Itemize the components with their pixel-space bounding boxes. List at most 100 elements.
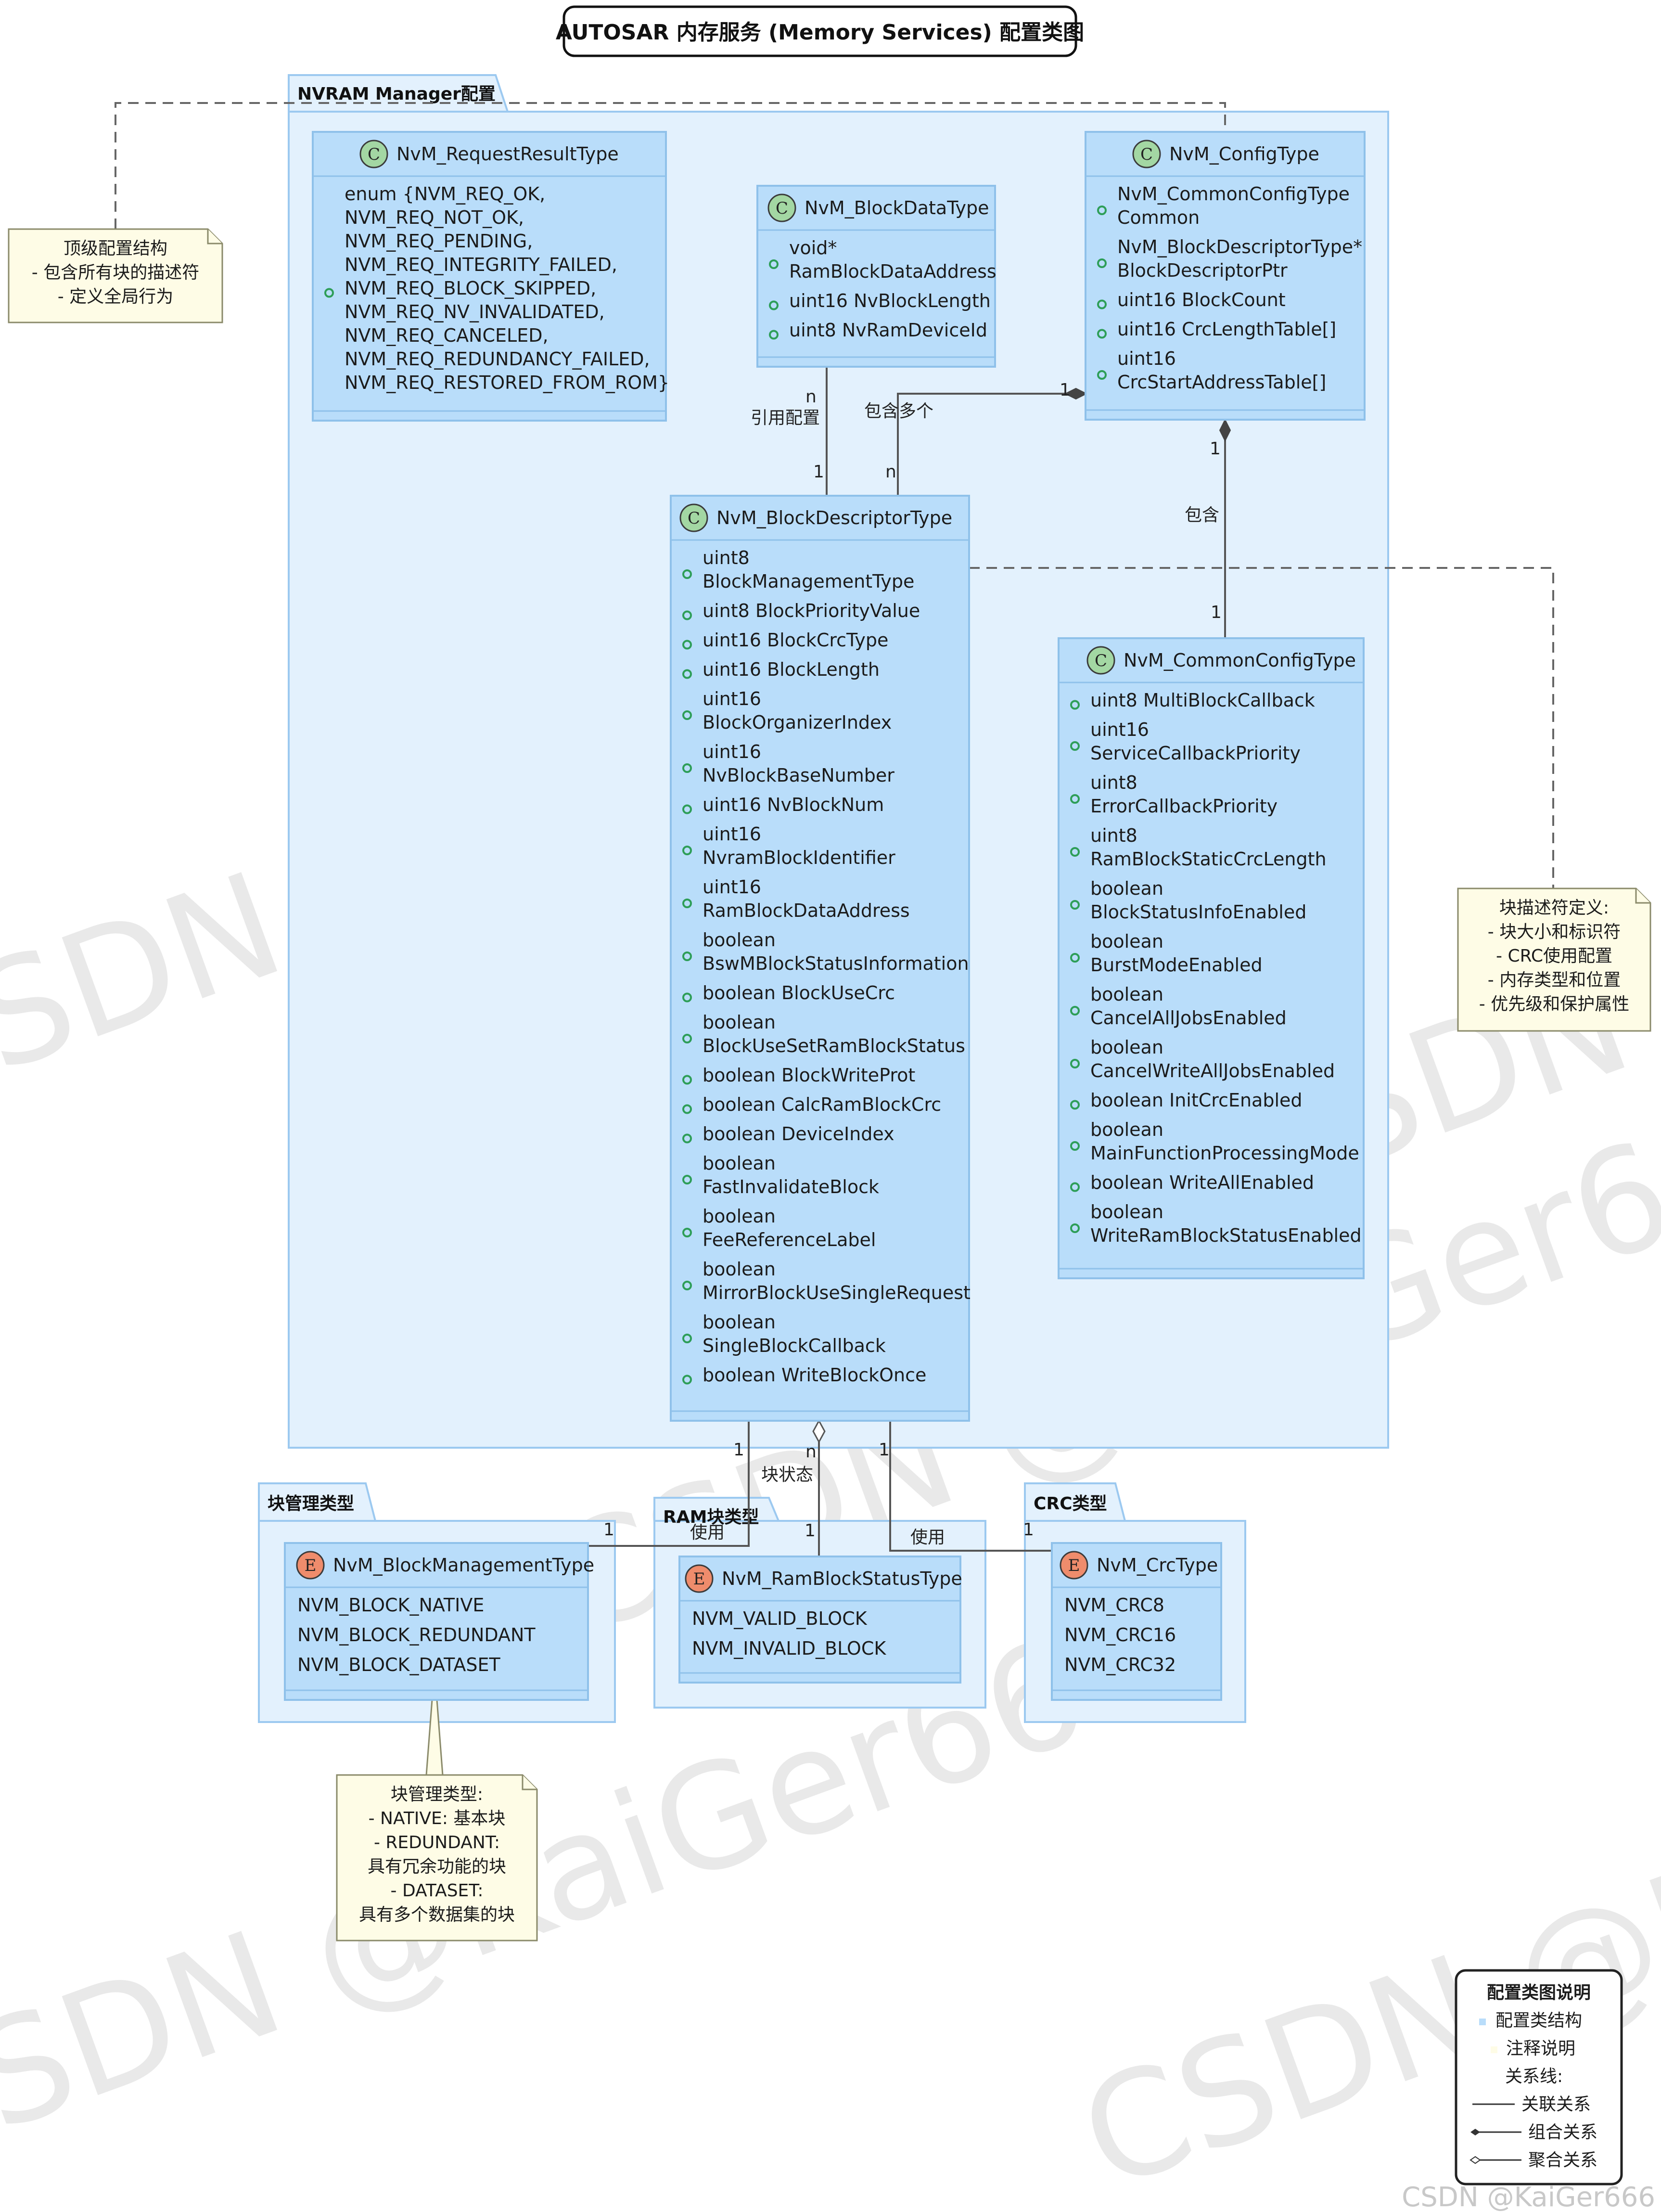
field-text: SingleBlockCallback xyxy=(703,1335,886,1356)
field-text: uint16 NvBlockLength xyxy=(789,290,991,311)
enum-stereotype-icon xyxy=(685,1564,714,1593)
field-text: boolean BlockUseCrc xyxy=(703,982,895,1003)
class-stereotype-icon xyxy=(359,140,388,168)
class-field: enum {NVM_REQ_OK,NVM_REQ_NOT_OK,NVM_REQ_… xyxy=(324,183,669,393)
svg-text:引用配置: 引用配置 xyxy=(751,408,820,428)
svg-text:RAM块类型: RAM块类型 xyxy=(663,1507,759,1527)
class-field: uint16 NvBlockLength xyxy=(769,290,991,311)
svg-text:使用: 使用 xyxy=(910,1528,945,1547)
field-visibility-icon xyxy=(682,1075,692,1085)
field-text: CrcStartAddressTable[] xyxy=(1117,372,1326,393)
note-line: 具有冗余功能的块 xyxy=(368,1857,506,1877)
note-line: - 优先级和保护属性 xyxy=(1479,994,1629,1014)
note-line: - REDUNDANT: xyxy=(374,1833,500,1852)
relation-use-crc xyxy=(889,1421,1052,1552)
field-visibility-icon xyxy=(682,1281,692,1290)
enum-stereotype-icon xyxy=(296,1551,325,1580)
stereotype-letter: E xyxy=(693,1569,705,1589)
note-desc: 块描述符定义:- 块大小和标识符- CRC使用配置- 内存类型和位置- 优先级和… xyxy=(1457,887,1651,1032)
field-text: boolean xyxy=(1090,1201,1163,1222)
composition-diamond xyxy=(1064,387,1088,400)
note-link-desc xyxy=(969,567,1554,888)
field-visibility-icon xyxy=(682,846,692,855)
enum-literal: NVM_BLOCK_REDUNDANT xyxy=(297,1624,536,1646)
stereotype-letter: E xyxy=(1068,1556,1080,1575)
legend-title: 配置类图说明 xyxy=(1487,1983,1591,2003)
field-text: uint16 xyxy=(703,741,761,762)
class-field: void*RamBlockDataAddress xyxy=(769,237,997,282)
class-name: NvM_BlockManagementType xyxy=(333,1555,594,1576)
field-text: uint8 xyxy=(703,547,750,568)
class-field: uint16 NvBlockNum xyxy=(682,794,884,815)
field-text: enum {NVM_REQ_OK, xyxy=(345,183,545,205)
class-field: uint8 MultiBlockCallback xyxy=(1070,690,1315,711)
field-visibility-icon xyxy=(682,1228,692,1237)
note-box xyxy=(1457,887,1651,1032)
field-visibility-icon xyxy=(682,763,692,773)
class-box xyxy=(670,495,970,1422)
field-visibility-icon xyxy=(324,288,334,298)
class-box xyxy=(1058,637,1365,1279)
svg-text:1: 1 xyxy=(1211,603,1222,622)
field-text: uint16 xyxy=(1090,719,1149,740)
field-text: uint8 NvRamDeviceId xyxy=(789,320,987,341)
legend-item: 聚合关系 xyxy=(1528,2150,1597,2170)
field-visibility-icon xyxy=(682,1034,692,1043)
svg-text:1: 1 xyxy=(733,1440,744,1460)
enum-literal: NVM_CRC32 xyxy=(1064,1654,1176,1675)
field-visibility-icon xyxy=(682,992,692,1003)
svg-text:CRC类型: CRC类型 xyxy=(1034,1494,1107,1514)
stereotype-letter: C xyxy=(368,145,380,164)
stereotype-letter: E xyxy=(305,1556,317,1575)
class-box xyxy=(678,1556,961,1684)
svg-text:NVRAM Manager配置: NVRAM Manager配置 xyxy=(297,84,496,104)
svg-text:1: 1 xyxy=(879,1440,890,1460)
field-visibility-icon xyxy=(1097,299,1107,309)
field-visibility-icon xyxy=(769,330,779,340)
stereotype-letter: C xyxy=(776,199,788,218)
field-text: RamBlockStaticCrcLength xyxy=(1090,849,1327,870)
field-visibility-icon xyxy=(682,1334,692,1343)
svg-text:n: n xyxy=(805,387,817,407)
note-line: 块管理类型: xyxy=(391,1785,483,1804)
note-line: 顶级配置结构 xyxy=(64,239,167,258)
field-visibility-icon xyxy=(1070,953,1080,963)
note-line: - 包含所有块的描述符 xyxy=(32,263,199,283)
field-text: NVM_REQ_RESTORED_FROM_ROM} xyxy=(345,372,669,393)
field-text: uint16 xyxy=(703,688,761,709)
field-text: Common xyxy=(1117,207,1200,228)
note-box xyxy=(336,1774,538,1942)
class-box xyxy=(756,185,996,368)
svg-text:1: 1 xyxy=(1023,1520,1034,1540)
field-visibility-icon xyxy=(682,669,692,679)
field-text: BlockOrganizerIndex xyxy=(703,712,892,733)
field-text: BlockDescriptorPtr xyxy=(1117,260,1288,281)
class-field: boolean WriteAllEnabled xyxy=(1070,1172,1314,1193)
stereotype-letter: C xyxy=(1140,145,1153,164)
field-visibility-icon xyxy=(1070,1223,1080,1233)
svg-text:n: n xyxy=(805,1442,817,1462)
class-field: uint16 CrcLengthTable[] xyxy=(1097,319,1336,340)
class-stereotype-icon xyxy=(679,503,708,532)
field-visibility-icon xyxy=(1070,794,1080,804)
field-visibility-icon xyxy=(682,1375,692,1385)
field-text: uint8 MultiBlockCallback xyxy=(1090,690,1315,711)
note-top: 顶级配置结构 - 包含所有块的描述符 - 定义全局行为 xyxy=(8,228,223,323)
relation-labels: 引用配置 n 1 包含多个 1 n 包含 1 1 使用 1 1 块状态 n 1 … xyxy=(603,380,1222,1547)
note-line: - 定义全局行为 xyxy=(58,287,173,307)
